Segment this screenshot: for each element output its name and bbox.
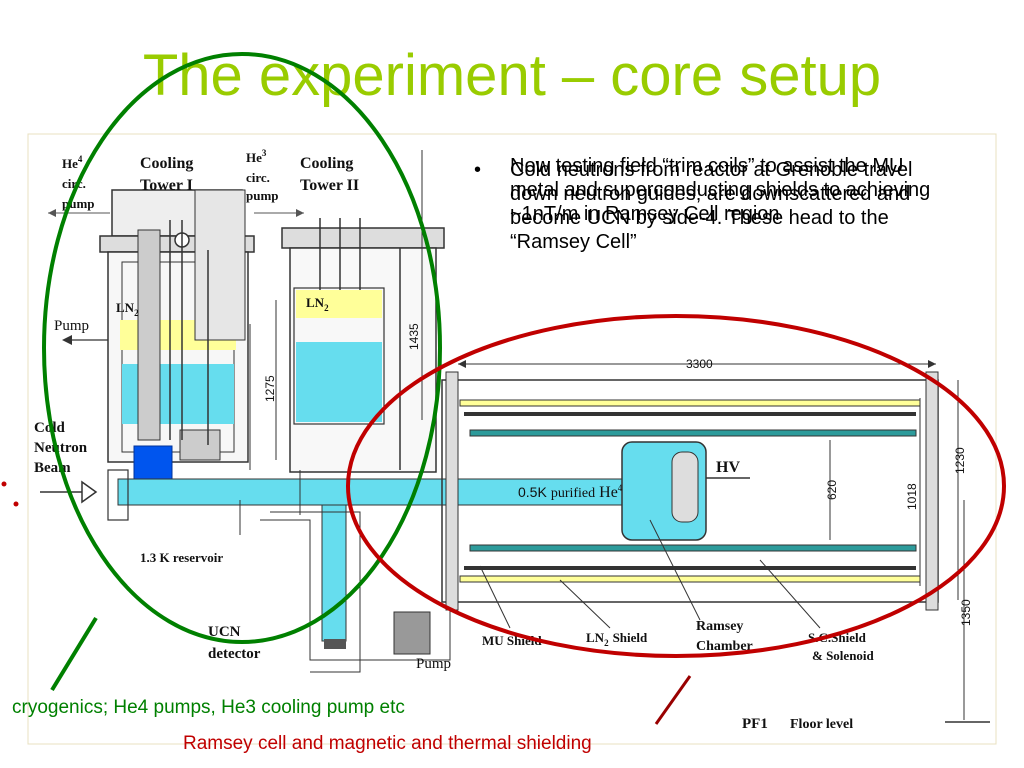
slide-title: The experiment – core setup xyxy=(142,43,882,108)
cryogenics-ring xyxy=(42,52,442,644)
he3-pump-label: He3 xyxy=(246,148,267,165)
svg-text:& Solenoid: & Solenoid xyxy=(812,648,875,663)
bullet-2-text: Now testing field “trim coils” to assist… xyxy=(510,155,931,225)
ramsey-chamber-label: Ramsey xyxy=(696,619,743,634)
dim-620: 620 xyxy=(825,480,839,500)
he4-pump-label: He4 xyxy=(62,154,83,171)
ramsey-pointer xyxy=(654,675,692,725)
red-dot-2 xyxy=(13,501,19,507)
svg-text:Tower I: Tower I xyxy=(140,177,193,194)
cooling-tower-1-label: Cooling xyxy=(140,155,193,172)
svg-text:Neutron: Neutron xyxy=(34,440,88,456)
reservoir-label: 1.3 K reservoir xyxy=(140,550,223,565)
cooling-tower-1 xyxy=(48,189,304,483)
ln2-big-label: LN2 xyxy=(306,295,329,313)
bullet-1-text: Cold neutrons from reactor at Grenoble t… xyxy=(510,159,913,253)
bullet-symbol: • xyxy=(474,159,482,181)
dim-1435: 1435 xyxy=(407,323,421,350)
svg-text:detector: detector xyxy=(208,646,261,662)
cryogenics-pointer xyxy=(50,616,98,692)
neutron-guide xyxy=(40,469,639,673)
dim-1350: 1350 xyxy=(959,599,973,626)
dim-1275: 1275 xyxy=(263,375,277,402)
svg-text:Beam: Beam xyxy=(34,460,71,476)
pump-left-label: Pump xyxy=(54,318,89,334)
shield-assembly xyxy=(249,150,990,723)
cooling-tower-2-label: Cooling xyxy=(300,155,353,172)
floor-level-label: Floor level xyxy=(790,717,853,732)
ln2-small-label: LN2 xyxy=(116,300,139,318)
ramsey-caption: Ramsey cell and magnetic and thermal shi… xyxy=(183,733,592,754)
dim-1018: 1018 xyxy=(905,483,919,510)
sc-shield-label: S.C.Shield xyxy=(808,630,867,645)
pump-bottom-label: Pump xyxy=(416,656,451,672)
svg-text:pump: pump xyxy=(246,188,279,203)
svg-text:circ.: circ. xyxy=(246,170,270,185)
svg-text:Tower II: Tower II xyxy=(300,177,359,194)
ramsey-ring xyxy=(346,314,1006,658)
dim-3300: 3300 xyxy=(686,357,713,371)
diagram-frame xyxy=(27,133,997,745)
dim-1230: 1230 xyxy=(953,447,967,474)
hv-label: HV xyxy=(716,459,740,476)
red-dot-1 xyxy=(1,481,7,487)
cryogenics-caption: cryogenics; He4 pumps, He3 cooling pump … xyxy=(12,697,405,718)
ucn-detector-label: UCN xyxy=(208,624,241,640)
svg-text:Chamber: Chamber xyxy=(696,639,753,654)
pf1-label: PF1 xyxy=(742,716,768,732)
